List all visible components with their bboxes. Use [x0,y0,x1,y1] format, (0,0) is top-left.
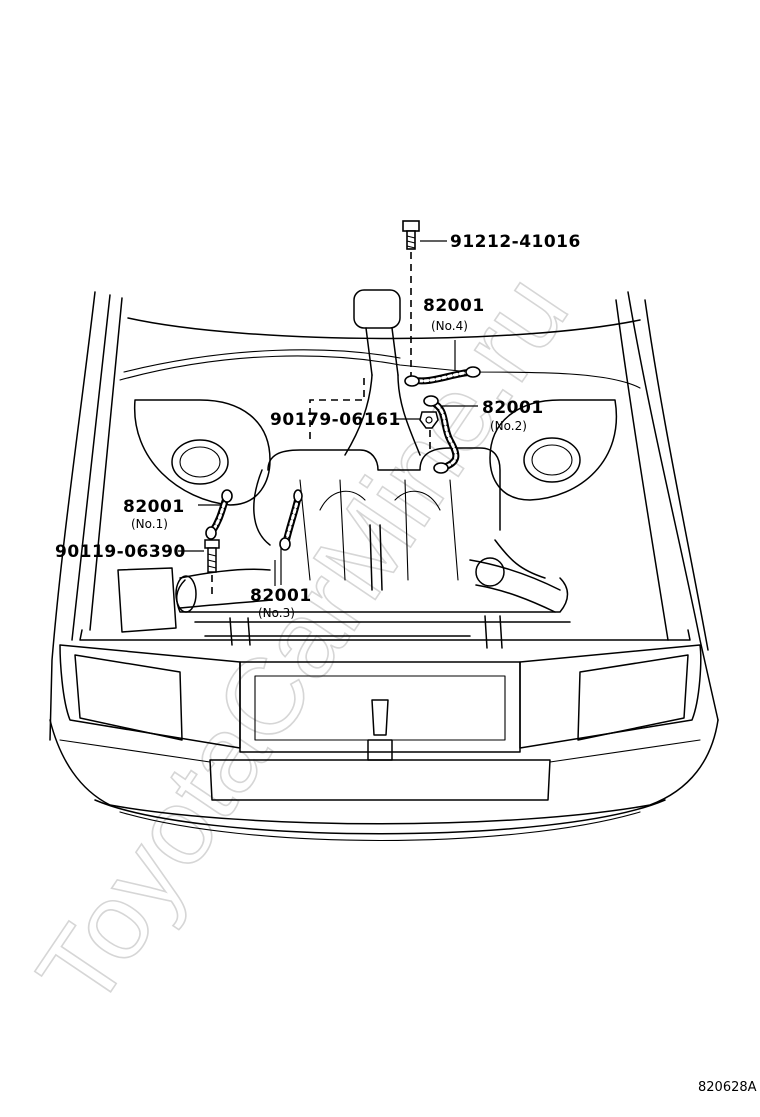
wire-harness-icon[interactable] [205,489,233,540]
part-label-82001-no1[interactable]: 82001 [123,497,185,517]
part-note-no1: (No.1) [131,517,168,531]
part-label-91212-41016[interactable]: 91212-41016 [450,232,581,252]
bolt-icon[interactable] [204,539,220,573]
part-note-no2: (No.2) [490,419,527,433]
leader-line [274,548,282,586]
wire-harness-icon[interactable] [279,489,303,551]
nut-icon[interactable] [419,411,439,429]
figure-number: 820628A [698,1080,757,1095]
part-label-82001-no4[interactable]: 82001 [423,296,485,316]
part-label-90179-06161[interactable]: 90179-06161 [270,410,401,430]
installation-guide-lines [211,252,431,598]
part-label-90119-06390[interactable]: 90119-06390 [55,542,186,562]
bolt-icon[interactable] [402,220,420,250]
wire-harness-icon[interactable] [423,395,460,474]
part-note-no3: (No.3) [258,606,295,620]
wire-harness-icon[interactable] [404,366,481,387]
part-label-82001-no2[interactable]: 82001 [482,398,544,418]
part-label-82001-no3[interactable]: 82001 [250,586,312,606]
part-note-no4: (No.4) [431,319,468,333]
car-front-illustration [49,289,719,842]
